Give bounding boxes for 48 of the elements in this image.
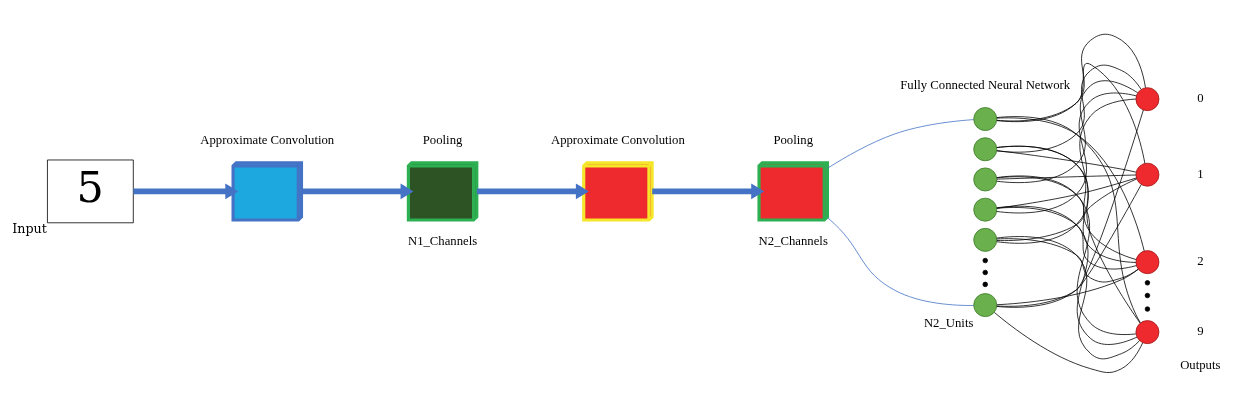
arrow xyxy=(652,183,765,199)
connector xyxy=(996,149,1137,173)
connector xyxy=(996,64,1142,153)
arrow xyxy=(476,183,589,199)
label: Approximate Convolution xyxy=(200,132,335,147)
node-circle xyxy=(973,106,998,131)
connector xyxy=(996,268,1139,305)
node-circle xyxy=(973,292,998,317)
node-circle xyxy=(1135,249,1160,274)
node-label: 9 xyxy=(1197,323,1204,338)
label: Pooling xyxy=(773,132,814,147)
label: Pooling xyxy=(422,132,463,147)
connector xyxy=(996,178,1137,241)
node-label: 1 xyxy=(1197,166,1204,181)
connector xyxy=(996,174,1137,179)
connector xyxy=(996,62,1146,164)
node-circle xyxy=(973,197,998,222)
connector xyxy=(996,98,1137,244)
arrow xyxy=(301,183,414,199)
node-circle xyxy=(973,227,998,252)
connector xyxy=(996,206,1137,269)
label: Outputs xyxy=(1180,357,1221,372)
connector xyxy=(996,92,1137,213)
node-circle xyxy=(1135,86,1160,111)
node-label: 0 xyxy=(1197,90,1204,105)
connector xyxy=(827,216,975,306)
node-circle xyxy=(973,167,998,191)
connector xyxy=(827,118,974,169)
connector xyxy=(996,183,1142,307)
node-circle xyxy=(973,136,998,161)
connector xyxy=(994,311,1143,373)
node-circle xyxy=(1135,162,1160,187)
node-box: 5 xyxy=(47,159,134,223)
label: Approximate Convolution xyxy=(550,132,685,147)
label: N1_Channels xyxy=(407,233,478,247)
node-circle xyxy=(1135,319,1160,344)
label: N2_Channels xyxy=(758,233,828,247)
connector xyxy=(996,205,1138,345)
node-label: 2 xyxy=(1197,253,1204,268)
connector xyxy=(996,235,1140,359)
node-label: Input xyxy=(12,220,47,236)
connector xyxy=(996,175,1137,263)
connector xyxy=(996,116,1145,251)
connector xyxy=(996,79,1138,183)
arrow xyxy=(133,183,239,199)
label: Fully Connected Neural Network xyxy=(900,77,1071,92)
connector xyxy=(996,175,1137,335)
node-label: N2_Units xyxy=(923,315,974,330)
